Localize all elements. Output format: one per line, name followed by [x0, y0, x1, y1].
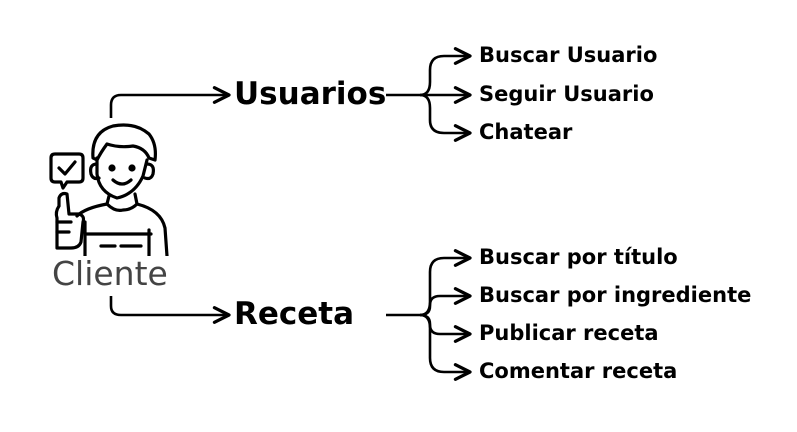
item-seguir-usuario: Seguir Usuario — [479, 82, 654, 106]
arrow-to-receta — [109, 296, 231, 324]
usuarios-brace — [386, 47, 472, 142]
item-buscar-por-ingrediente: Buscar por ingrediente — [479, 283, 752, 307]
item-buscar-usuario: Buscar Usuario — [479, 43, 658, 67]
user-thumbs-up-icon — [49, 123, 169, 256]
arrow-to-usuarios — [109, 86, 231, 118]
category-usuarios: Usuarios — [234, 76, 387, 112]
item-publicar-receta: Publicar receta — [479, 321, 659, 345]
category-receta: Receta — [234, 296, 355, 332]
actor-label: Cliente — [52, 254, 168, 293]
receta-brace — [386, 249, 472, 381]
item-buscar-por-titulo: Buscar por título — [479, 245, 678, 269]
item-chatear: Chatear — [479, 120, 573, 144]
item-comentar-receta: Comentar receta — [479, 359, 678, 383]
